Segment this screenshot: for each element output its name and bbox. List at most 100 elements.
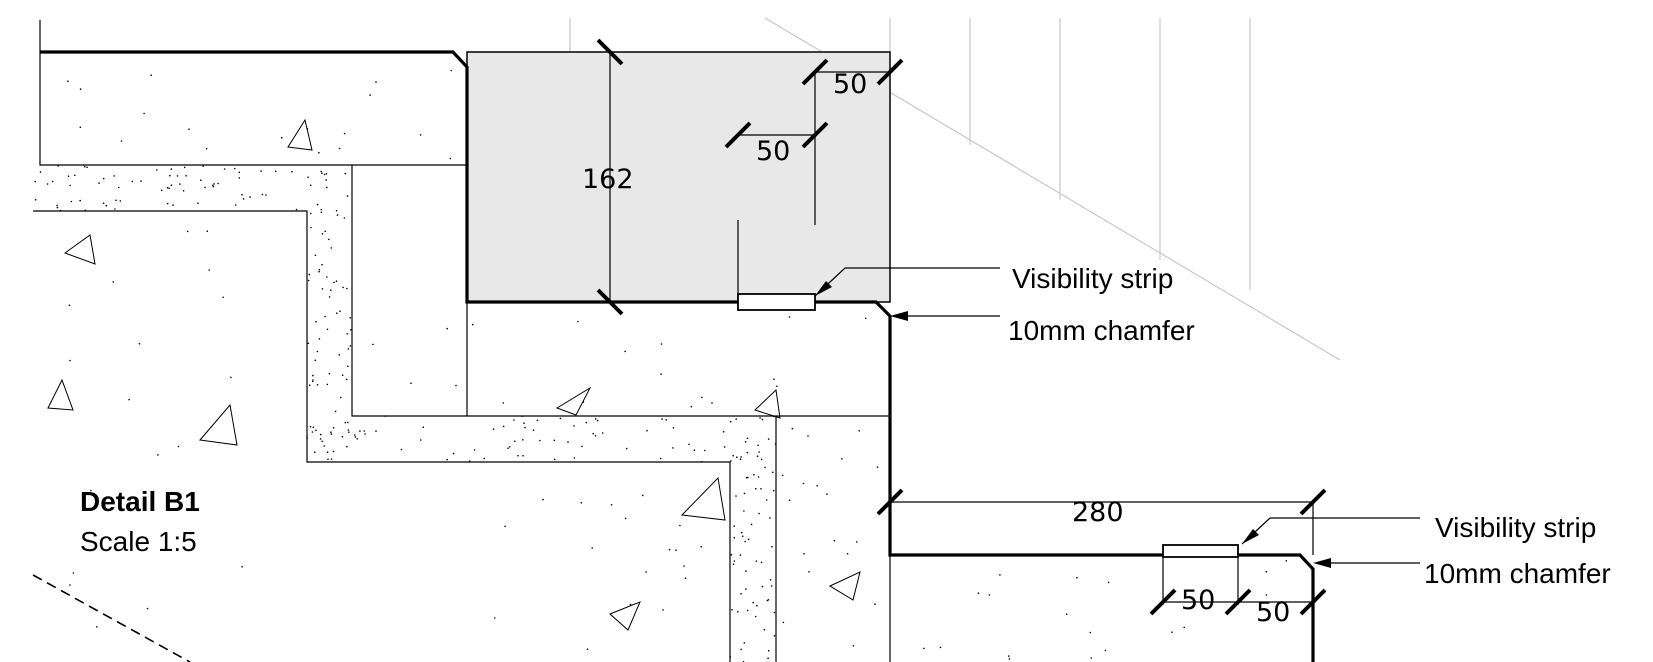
speckle-dot <box>743 510 745 512</box>
speckle-dot <box>335 210 338 212</box>
speckle-dot <box>449 157 452 160</box>
speckle-dot <box>321 172 323 174</box>
speckle-dot <box>319 433 322 436</box>
speckle-dot <box>131 180 134 183</box>
speckle-dot <box>234 204 237 206</box>
speckle-dot <box>764 466 766 469</box>
speckle-dot <box>168 187 170 190</box>
speckle-dot <box>120 140 123 142</box>
speckle-dot <box>735 418 737 420</box>
speckle-dot <box>335 280 338 283</box>
speckle-dot <box>347 429 350 431</box>
speckle-dot <box>334 410 337 413</box>
speckle-dot <box>346 445 348 448</box>
speckle-dot <box>874 603 876 605</box>
speckle-dot <box>659 457 662 460</box>
speckle-dot <box>772 489 775 492</box>
speckle-dot <box>803 553 805 555</box>
speckle-dot <box>745 588 747 590</box>
speckle-dot <box>369 94 371 96</box>
speckle-dot <box>1008 655 1010 657</box>
speckle-dot <box>308 273 311 276</box>
speckle-dot <box>802 482 805 485</box>
speckle-dot <box>84 165 86 168</box>
speckle-dot <box>745 570 747 572</box>
speckle-dot <box>629 603 632 606</box>
speckle-dot <box>553 439 556 442</box>
speckle-dot <box>217 182 219 185</box>
dim-lower-offset-a: 50 <box>1181 585 1215 616</box>
speckle-dot <box>102 202 105 204</box>
speckle-dot <box>316 384 319 386</box>
speckle-dot <box>1285 560 1288 562</box>
speckle-dot <box>567 441 569 443</box>
dim-upper-offset-b: 50 <box>833 69 867 100</box>
speckle-dot <box>311 431 314 433</box>
speckle-dot <box>326 383 329 386</box>
speckle-dot <box>343 217 346 219</box>
speckle-dot <box>112 281 114 283</box>
speckle-dot <box>341 374 344 377</box>
speckle-dot <box>260 170 262 172</box>
speckle-dot <box>340 396 342 399</box>
speckle-dot <box>326 186 328 189</box>
dim-lower-offset-b: 50 <box>1256 597 1290 628</box>
speckle-dot <box>310 212 312 215</box>
speckle-dot <box>741 535 744 537</box>
leader-arrowheads <box>815 281 1331 568</box>
speckle-dot <box>601 432 604 434</box>
speckle-dot <box>166 202 169 205</box>
speckle-dot <box>446 327 449 330</box>
speckle-dot <box>338 354 341 356</box>
speckle-dot <box>318 338 321 340</box>
speckle-dot <box>307 279 310 282</box>
speckle-dot <box>662 609 664 611</box>
concrete-speckle <box>34 69 1288 662</box>
speckle-dot <box>128 398 130 401</box>
speckle-dot <box>754 615 757 618</box>
speckle-dot <box>553 458 556 461</box>
speckle-dot <box>102 177 105 180</box>
speckle-dot <box>743 642 746 644</box>
speckle-dot <box>752 601 754 604</box>
dim-upper-step-height: 162 <box>582 164 634 195</box>
speckle-dot <box>594 418 597 420</box>
speckle-dot <box>665 419 667 421</box>
speckle-dot <box>684 577 687 579</box>
speckle-dot <box>772 471 774 474</box>
speckle-dot <box>143 112 145 115</box>
speckle-dot <box>200 179 202 181</box>
speckle-dot <box>56 204 58 207</box>
speckle-dot <box>170 184 173 186</box>
speckle-dot <box>320 170 323 173</box>
speckle-dot <box>740 456 742 458</box>
speckle-dot <box>592 432 594 435</box>
speckle-dot <box>513 419 515 421</box>
speckle-dot <box>672 447 674 449</box>
speckle-dot <box>202 165 204 167</box>
speckle-dot <box>760 561 763 564</box>
speckle-dot <box>70 200 73 203</box>
speckle-dot <box>729 420 732 423</box>
lower-visibility-strip <box>1162 544 1239 558</box>
speckle-dot <box>321 440 324 443</box>
speckle-dot <box>722 431 725 433</box>
speckle-dot <box>471 323 474 326</box>
speckle-dot <box>732 563 735 566</box>
speckle-dot <box>761 585 764 588</box>
speckle-dot <box>977 592 980 594</box>
speckle-dot <box>522 439 524 441</box>
speckle-dot <box>420 439 422 441</box>
speckle-dot <box>307 342 310 345</box>
speckle-dot <box>410 382 412 385</box>
speckle-dot <box>711 402 713 404</box>
speckle-dot <box>319 438 322 440</box>
speckle-dot <box>242 198 245 200</box>
speckle-dot <box>314 359 317 362</box>
speckle-dot <box>347 421 349 424</box>
speckle-dot <box>788 499 791 502</box>
speckle-dot <box>69 584 71 586</box>
speckle-dot <box>504 525 506 528</box>
speckle-dot <box>308 384 311 387</box>
speckle-dot <box>291 170 293 173</box>
